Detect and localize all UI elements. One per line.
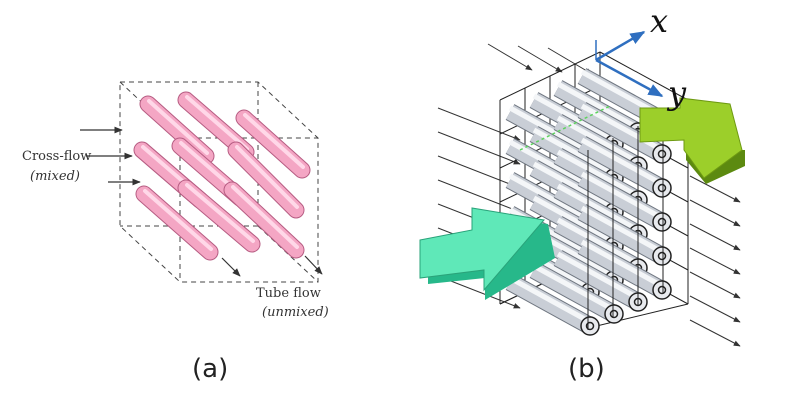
outflow-line: [689, 199, 741, 227]
tube-highlight: [532, 161, 616, 211]
tube-highlight: [508, 139, 592, 189]
axis-x-label: x: [650, 2, 668, 40]
tube-highlight: [580, 137, 664, 187]
outflow-line: [689, 223, 741, 251]
tube-highlight: [532, 263, 616, 313]
tube-highlight: [580, 171, 664, 221]
panel-a-tube-flow-arrows: [221, 255, 323, 277]
coordinate-axes: [595, 30, 664, 98]
panel-b-caption: (b): [568, 354, 605, 384]
tube-bore: [657, 149, 667, 159]
tube-highlight: [143, 189, 213, 251]
tube-end: [652, 212, 672, 232]
tube-end: [652, 144, 672, 164]
panel-b-outflow-lines: [689, 175, 741, 347]
pink-tube: [228, 142, 304, 218]
tube-highlight: [185, 183, 255, 243]
tube-highlight: [147, 99, 209, 155]
tube-highlight: [185, 95, 249, 151]
grey-tube: [578, 102, 666, 162]
inflow-line: [437, 179, 521, 213]
tube-bore: [609, 309, 619, 319]
tube-highlight: [556, 183, 640, 233]
outflow-line: [689, 295, 741, 323]
highlight-dashed-line: [519, 105, 611, 151]
grey-tube: [506, 274, 594, 334]
inflow-line: [437, 131, 521, 165]
tube-highlight: [556, 217, 640, 267]
tube-highlight: [556, 149, 640, 199]
tube-end: [652, 280, 672, 300]
tube-bore: [657, 183, 667, 193]
panel-a: Cross-flow (mixed) Tube flow (unmixed) (…: [22, 81, 329, 384]
tube-bore: [657, 285, 667, 295]
inflow-line-top: [547, 47, 593, 75]
tube-highlight: [532, 195, 616, 245]
pink-tube: [140, 96, 214, 164]
tube-flow-sub-label: (unmixed): [262, 305, 329, 320]
cross-flow-sub-label: (mixed): [30, 169, 80, 184]
inflow-line-top: [517, 45, 563, 73]
grey-tube: [578, 170, 666, 230]
tube-highlight: [508, 173, 592, 223]
tube-end: [580, 316, 600, 336]
tube-highlight: [243, 113, 305, 169]
panel-a-caption: (a): [192, 354, 228, 384]
tube-highlight: [231, 185, 299, 249]
tube-highlight: [580, 103, 664, 153]
outflow-line: [689, 271, 741, 299]
cross-flow-label: Cross-flow: [22, 149, 91, 164]
tube-highlight: [556, 251, 640, 301]
tube-end: [652, 178, 672, 198]
tube-bore: [585, 321, 595, 331]
tube-highlight: [580, 239, 664, 289]
grey-tube: [554, 250, 642, 310]
outflow-line: [689, 247, 741, 275]
grey-tube: [578, 136, 666, 196]
tube-highlight: [580, 205, 664, 255]
tube-highlight: [508, 275, 592, 325]
axis-y-label: y: [666, 74, 687, 112]
grey-tube: [578, 204, 666, 264]
inflow-arrow: [419, 207, 555, 300]
inflow-line: [437, 107, 521, 141]
tube-highlight: [532, 93, 616, 143]
pink-tube: [136, 186, 218, 260]
tube-highlight: [508, 105, 592, 155]
panel-a-tubes: [133, 91, 311, 261]
inflow-line-top: [487, 43, 533, 71]
tube-flow-label: Tube flow: [256, 286, 321, 301]
tube-bore: [657, 251, 667, 261]
panel-b: x y (b): [419, 2, 745, 384]
pink-tube: [178, 180, 260, 252]
grey-tube: [578, 238, 666, 298]
panel-a-cross-flow-arrows: [80, 126, 141, 186]
pink-tube: [236, 110, 310, 178]
tube-bore: [657, 217, 667, 227]
outflow-line: [689, 319, 741, 347]
inflow-line: [437, 155, 521, 189]
outflow-arrow: [639, 97, 745, 184]
tube-end: [652, 246, 672, 266]
pink-tube: [224, 182, 304, 258]
tube-highlight: [235, 145, 299, 209]
tube-highlight: [556, 81, 640, 131]
grey-tube: [530, 262, 618, 322]
tube-end: [604, 304, 624, 324]
outflow-line: [689, 175, 741, 203]
